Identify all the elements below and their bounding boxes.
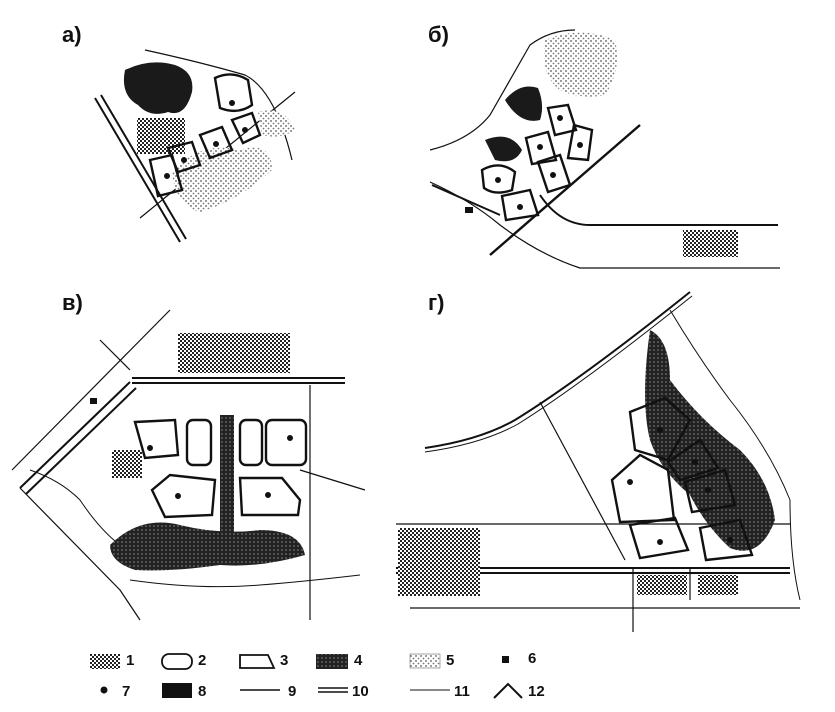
dark-vegetation [645,330,775,551]
hatched-area [637,575,687,595]
legend-symbol-7 [100,686,108,694]
legend-symbol-12 [493,682,523,699]
hatched-area [683,230,738,257]
dark-vegetation [123,62,193,114]
legend-number-7: 7 [122,683,131,700]
legend-number-3: 3 [280,652,289,669]
dark-vegetation [220,415,234,555]
panel-g-plan [396,291,801,632]
legend-number-2: 2 [198,652,207,669]
legend-symbol-5 [409,653,441,669]
hatched-area [398,528,480,596]
legend-number-12: 12 [528,683,545,700]
panel-b-plan [429,29,780,269]
legend-symbol-4 [316,654,348,669]
hatched-area [137,118,185,154]
stipple-zone [544,32,618,97]
panel-label-a: а) [62,22,82,47]
legend-number-6: 6 [528,650,537,667]
legend-symbol-2 [161,653,193,670]
legend [90,653,523,699]
legend-number-4: 4 [354,652,363,669]
legend-number-9: 9 [288,683,297,700]
stipple-zone [258,110,295,137]
dark-vegetation [485,136,522,162]
legend-symbol-8 [162,683,192,698]
legend-number-1: 1 [126,652,135,669]
legend-symbol-1 [90,654,120,669]
legend-number-8: 8 [198,683,207,700]
hatched-area [698,575,738,595]
dark-vegetation [505,86,543,121]
legend-symbol-3 [239,654,276,669]
panel-label-v: в) [62,290,83,315]
legend-symbol-6 [502,656,509,663]
legend-number-11: 11 [454,683,470,700]
hatched-area [178,333,290,373]
legend-number-10: 10 [352,683,369,700]
panel-v-plan [11,309,366,621]
panel-label-b: б) [428,22,449,47]
dark-vegetation [110,522,305,571]
stipple-zone [172,147,272,212]
panel-label-g: г) [428,290,445,315]
panel-a-plan [94,49,296,243]
hatched-area [112,450,142,478]
legend-number-5: 5 [446,652,455,669]
